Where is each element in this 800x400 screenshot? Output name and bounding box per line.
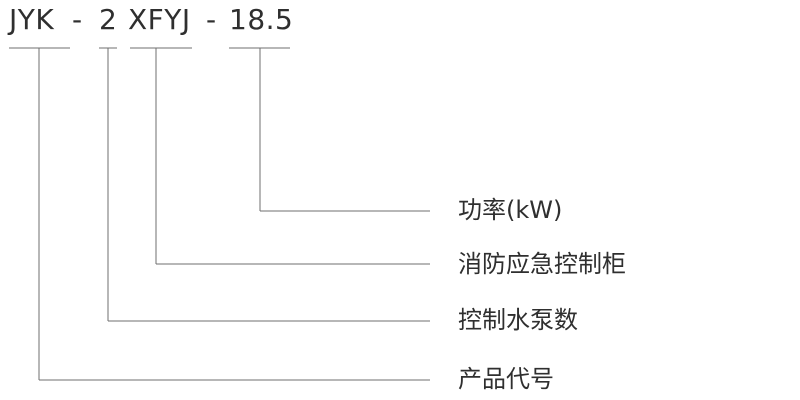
code-segment-product: JYK — [9, 3, 55, 36]
label-pump-count: 控制水泵数 — [458, 306, 578, 334]
code-separator-1: - — [72, 3, 83, 36]
code-separator-2: - — [206, 3, 217, 36]
label-power: 功率(kW) — [458, 196, 563, 224]
code-segment-power: 18.5 — [229, 3, 294, 36]
code-segment-pump-count: 2 — [99, 3, 118, 36]
label-cabinet-type: 消防应急控制柜 — [458, 250, 626, 278]
label-product-code: 产品代号 — [458, 365, 554, 393]
code-segment-cabinet-type: XFYJ — [128, 3, 191, 36]
